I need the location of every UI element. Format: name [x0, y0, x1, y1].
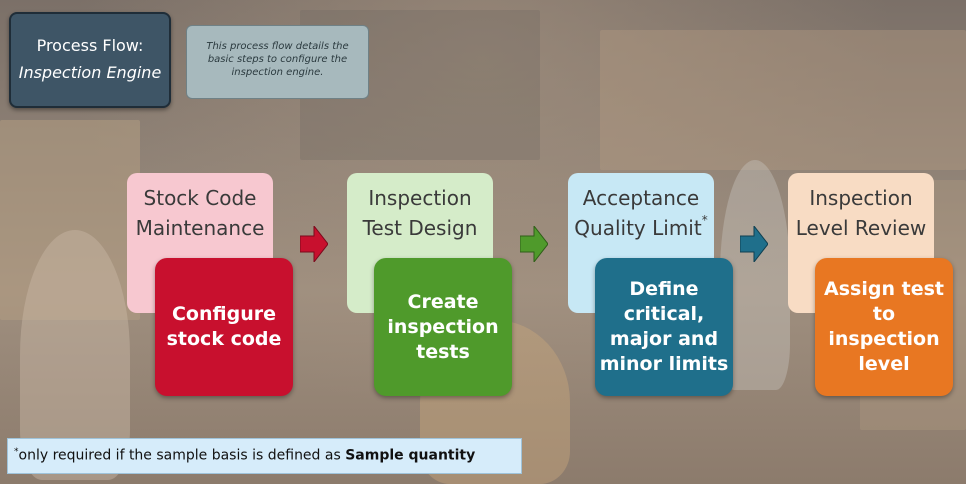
- action-line: level: [858, 353, 910, 375]
- step-action-create-inspection-tests: Create inspection tests: [374, 258, 512, 396]
- action-line: Create: [407, 290, 479, 313]
- step-header-stock-code-maintenance: Stock Code Maintenance: [127, 173, 273, 313]
- step-name-line-1: Inspection: [368, 186, 472, 210]
- step-name-line-2: Maintenance: [135, 216, 265, 240]
- action-line: Configure: [171, 303, 276, 325]
- footnote-asterisk: *: [14, 447, 19, 457]
- step-name-line-2: Level Review: [795, 216, 927, 240]
- action-line: critical,: [623, 303, 705, 325]
- background-shelf: [600, 30, 966, 170]
- step-name-line-1: Stock Code: [143, 186, 257, 210]
- action-line: inspection: [828, 328, 940, 350]
- flow-arrow-icon: [740, 226, 768, 262]
- action-line: inspection: [387, 315, 499, 338]
- description-text: This process flow details the basic step…: [206, 41, 349, 78]
- footnote-bold-term: Sample quantity: [345, 447, 476, 464]
- step-name-line-1: Inspection: [809, 186, 913, 210]
- step-name-line-1: Acceptance: [582, 186, 700, 210]
- step-action-configure-stock-code: Configure stock code: [155, 258, 293, 396]
- footnote-text: only required if the sample basis is def…: [18, 447, 346, 464]
- title-line-2: Inspection Engine: [18, 63, 162, 82]
- step-name-line-2: Quality Limit: [574, 216, 702, 240]
- action-line: stock code: [166, 328, 282, 350]
- asterisk-mark: *: [701, 213, 708, 227]
- background-shelf: [0, 120, 140, 320]
- description-box: This process flow details the basic step…: [186, 25, 369, 99]
- action-line: Define: [629, 278, 699, 300]
- footnote: *only required if the sample basis is de…: [7, 438, 522, 474]
- process-title-box: Process Flow: Inspection Engine: [9, 12, 171, 108]
- action-line: minor limits: [599, 353, 729, 375]
- flow-arrow-icon: [300, 226, 328, 262]
- step-action-define-limits: Define critical, major and minor limits: [595, 258, 733, 396]
- action-line: to: [872, 303, 896, 325]
- step-name-line-2: Test Design: [362, 216, 478, 240]
- flow-arrow-icon: [520, 226, 548, 262]
- title-line-1: Process Flow:: [36, 36, 144, 55]
- action-line: major and: [609, 328, 719, 350]
- step-action-assign-test-to-level: Assign test to inspection level: [815, 258, 953, 396]
- action-line: tests: [416, 340, 470, 363]
- action-line: Assign test: [824, 278, 944, 300]
